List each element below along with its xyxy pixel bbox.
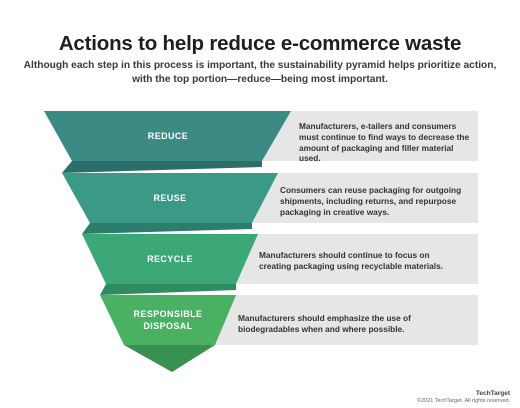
description-reuse: Consumers can reuse packaging for outgoi…	[280, 185, 462, 217]
stage-label-reuse: REUSE	[153, 193, 186, 203]
funnel-tip	[124, 345, 215, 372]
stage-label-disposal: DISPOSAL	[143, 321, 192, 331]
funnel-stage-reuse	[62, 173, 278, 223]
page-subtitle: Although each step in this process is im…	[23, 60, 497, 85]
brand-logo: TechTarget	[475, 390, 510, 397]
description-disposal: Manufacturers should emphasize the use o…	[238, 313, 411, 334]
funnel-fold-recycle	[100, 284, 236, 295]
funnel-stage-disposal	[100, 295, 236, 345]
page-title: Actions to help reduce e-commerce waste	[58, 32, 462, 55]
stage-label-recycle: RECYCLE	[147, 254, 193, 264]
funnel-fold-reduce	[62, 161, 262, 173]
description-reduce: Manufacturers, e-tailers and consumers m…	[299, 121, 470, 164]
funnel-stage-recycle	[82, 234, 258, 284]
copyright-text: ©2021 TechTarget. All rights reserved.	[417, 397, 510, 404]
description-recycle: Manufacturers should continue to focus o…	[259, 250, 443, 271]
stage-label-reduce: REDUCE	[148, 131, 188, 141]
funnel-stage-reduce	[44, 111, 291, 161]
brand-footer: TechTarget ©2021 TechTarget. All rights …	[417, 390, 510, 404]
stage-label-responsible: RESPONSIBLE	[134, 309, 203, 319]
funnel-fold-reuse	[82, 223, 252, 234]
